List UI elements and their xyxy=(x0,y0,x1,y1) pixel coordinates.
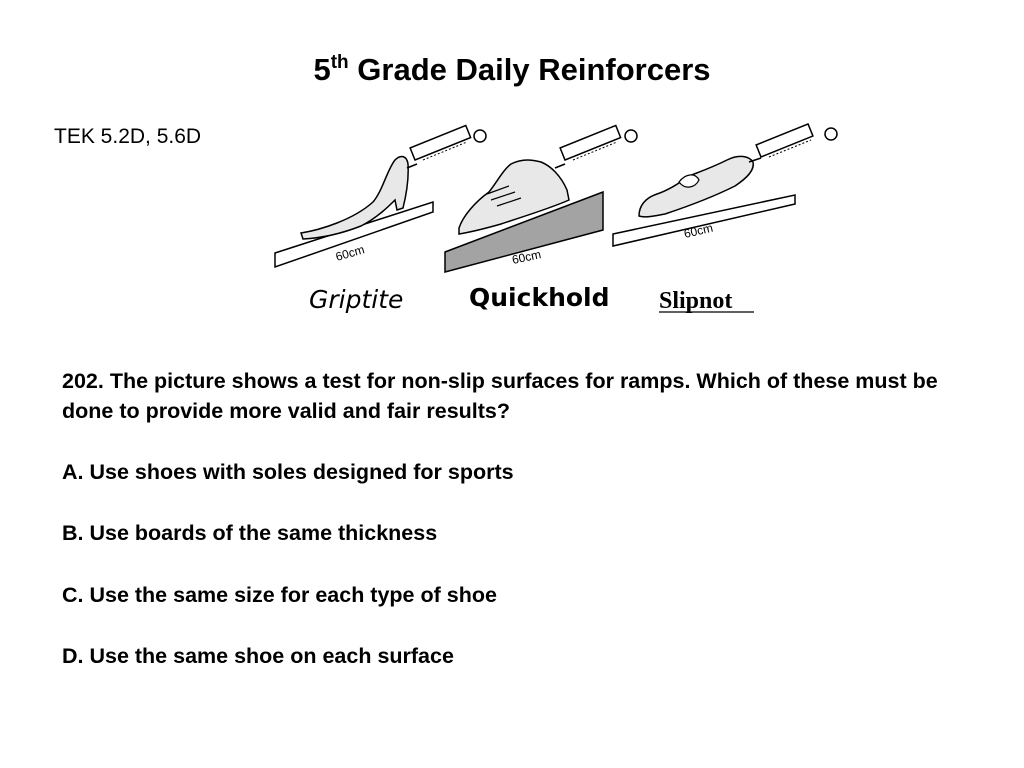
ramp-length-label: 60cm xyxy=(683,221,715,241)
sneaker-icon xyxy=(458,159,570,235)
high-heel-shoe-icon xyxy=(300,155,409,240)
ramp-griptite: 60cm Griptite xyxy=(274,124,487,314)
title-text: Grade Daily Reinforcers xyxy=(357,52,711,87)
grade-number: 5 xyxy=(313,52,331,87)
ramp-name-label: Quickhold xyxy=(469,283,610,312)
page-title: 5th Grade Daily Reinforcers xyxy=(0,50,1024,90)
answer-choice-a: A. Use shoes with soles designed for spo… xyxy=(62,460,514,484)
spring-scale-icon xyxy=(554,124,638,169)
spring-scale-icon xyxy=(748,122,838,163)
spring-scale-icon xyxy=(406,124,487,169)
ramp-name-label: Slipnot xyxy=(659,288,732,314)
ramp-slipnot: 60cm Slipnot xyxy=(612,122,838,314)
answer-choice-b: B. Use boards of the same thickness xyxy=(62,521,438,545)
grade-suffix: th xyxy=(330,52,349,73)
tek-label: TEK 5.2D, 5.6D xyxy=(54,125,202,148)
ramp-name-label: Griptite xyxy=(309,285,403,314)
question-text: 202. The picture shows a test for non-sl… xyxy=(62,369,938,423)
loafer-icon xyxy=(638,155,755,218)
answer-choice-c: C. Use the same size for each type of sh… xyxy=(62,583,497,607)
answer-choice-d: D. Use the same shoe on each surface xyxy=(62,644,454,668)
ramp-test-figure: 60cm Griptite 60cm Quickhold 60cm xyxy=(274,122,838,314)
ramp-quickhold: 60cm Quickhold xyxy=(444,124,638,312)
ramp-length-label: 60cm xyxy=(511,247,543,267)
